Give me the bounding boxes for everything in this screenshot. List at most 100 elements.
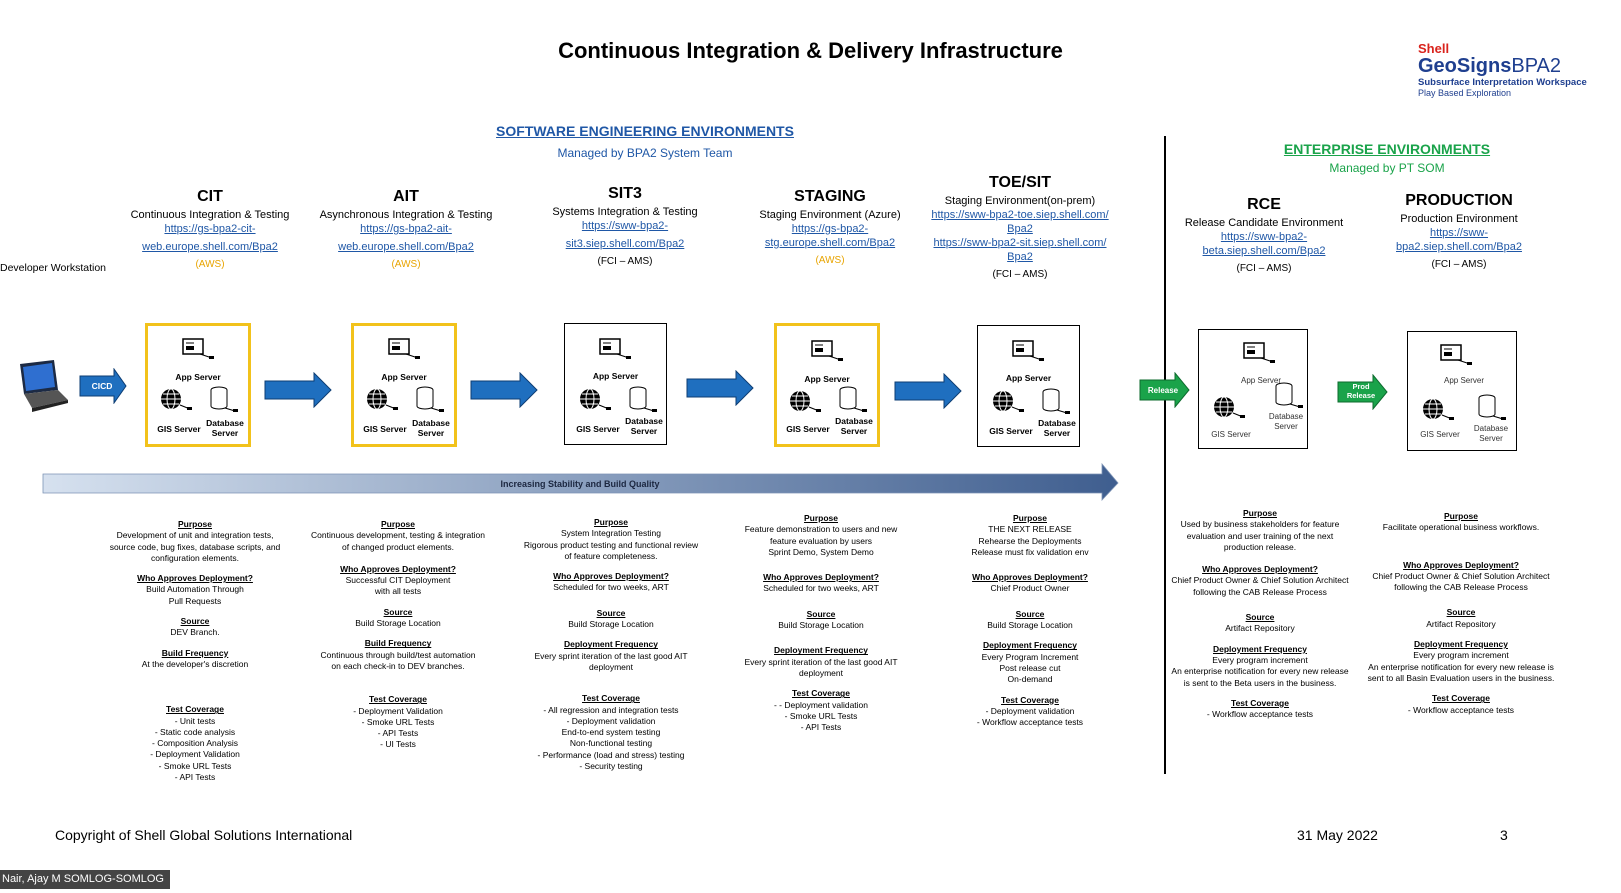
globe-icon	[580, 388, 611, 410]
presenter-name-tag: Nair, Ajay M SOMLOG-SOMLOG	[0, 870, 170, 889]
rce-url-link[interactable]: https://sww-bpa2-beta.siep.shell.com/Bpa…	[1202, 231, 1326, 257]
flow-arrow-icon	[894, 373, 962, 409]
ait-url-link[interactable]: https://gs-bpa2-ait-	[360, 223, 452, 235]
database-icon	[629, 386, 657, 412]
software-environments-sub: Managed by BPA2 System Team	[557, 146, 733, 160]
app-server-icon	[1012, 340, 1044, 361]
app-server-label: App Server	[175, 372, 221, 382]
app-server-icon	[1243, 342, 1275, 363]
ait-url-link-cont[interactable]: web.europe.shell.com/Bpa2	[338, 241, 474, 253]
cit-url-link-cont[interactable]: web.europe.shell.com/Bpa2	[142, 241, 278, 253]
staging-url-link[interactable]: https://gs-bpa2-	[791, 223, 869, 235]
globe-icon	[1423, 398, 1454, 420]
gis-server-label: GIS Server	[1420, 430, 1460, 439]
env-header-staging: STAGING Staging Environment (Azure) http…	[735, 186, 925, 268]
env-header-ait: AIT Asynchronous Integration & Testing h…	[306, 186, 506, 272]
database-icon	[416, 386, 444, 412]
developer-workstation-label: Developer Workstation	[0, 262, 107, 274]
release-arrow: Release	[1139, 372, 1190, 408]
sit-url-link-cont[interactable]: Bpa2	[1007, 251, 1033, 263]
release-label: Release	[1148, 386, 1179, 395]
stability-gradient-arrow: Increasing Stability and Build Quality	[42, 463, 1119, 501]
prod-release-arrow: Prod Release	[1337, 374, 1388, 410]
database-icon	[839, 386, 867, 412]
flow-arrow-icon	[686, 370, 754, 406]
env-header-cit: CIT Continuous Integration & Testing htt…	[115, 186, 305, 272]
gis-server-label: GIS Server	[157, 424, 201, 434]
laptop-icon	[20, 360, 68, 412]
toe-url-link[interactable]: https://sww-bpa2-toe.siep.shell.com/	[931, 209, 1109, 221]
gis-server-label: GIS Server	[576, 424, 620, 434]
sit3-url-link-cont[interactable]: sit3.siep.shell.com/Bpa2	[565, 238, 685, 250]
staging-url-link-cont[interactable]: stg.europe.shell.com/Bpa2	[764, 237, 896, 249]
app-server-label: App Server	[592, 371, 639, 381]
prod-release-label-2: Release	[1347, 391, 1375, 400]
page-number: 3	[1500, 827, 1508, 843]
sit3-url-link[interactable]: https://sww-bpa2-	[581, 220, 669, 232]
gis-server-label: GIS Server	[989, 426, 1033, 436]
sit-url-link[interactable]: https://sww-bpa2-sit.siep.shell.com/	[933, 237, 1107, 249]
database-icon	[210, 386, 238, 412]
cit-url-link[interactable]: https://gs-bpa2-cit-	[164, 223, 256, 235]
app-server-icon	[182, 338, 214, 359]
page-title: Continuous Integration & Delivery Infras…	[558, 38, 1063, 63]
app-server-label: App Server	[1443, 376, 1485, 385]
globe-icon	[367, 388, 398, 410]
logo-subtitle2: Play Based Exploration	[1418, 88, 1512, 98]
globe-icon	[790, 390, 821, 412]
env-header-toe-sit: TOE/SIT Staging Environment(on-prem) htt…	[920, 172, 1120, 282]
cicd-label: CICD	[92, 381, 113, 391]
globe-icon	[1214, 396, 1245, 418]
gis-server-label: GIS Server	[786, 424, 830, 434]
app-server-label: App Server	[1240, 376, 1282, 385]
enterprise-divider	[1164, 136, 1166, 774]
prod-release-label-1: Prod	[1352, 382, 1370, 391]
flow-arrow-icon	[264, 372, 332, 408]
env-header-production: PRODUCTION Production Environment https:…	[1368, 190, 1550, 272]
globe-icon	[993, 390, 1024, 412]
app-server-label: App Server	[381, 372, 427, 382]
app-server-label: App Server	[804, 374, 850, 384]
shell-geosigns-logo: Shell GeoSignsBPA2 Subsurface Interpreta…	[1418, 42, 1618, 99]
globe-icon	[161, 388, 192, 410]
production-url-link[interactable]: https://sww-bpa2.siep.shell.com/Bpa2	[1396, 227, 1522, 253]
app-server-icon	[599, 338, 631, 359]
database-icon	[1042, 388, 1070, 414]
gis-server-label: GIS Server	[363, 424, 407, 434]
app-server-icon	[811, 340, 843, 361]
enterprise-environments-sub: Managed by PT SOM	[1329, 161, 1445, 175]
app-server-icon	[388, 338, 420, 359]
toe-url-link-cont[interactable]: Bpa2	[1007, 223, 1033, 235]
env-header-sit3: SIT3 Systems Integration & Testing https…	[530, 183, 720, 269]
enterprise-environments-heading: ENTERPRISE ENVIRONMENTS	[1283, 141, 1491, 157]
gis-server-label: GIS Server	[1211, 430, 1251, 439]
app-server-label: App Server	[1005, 373, 1052, 383]
stability-label: Increasing Stability and Build Quality	[500, 479, 659, 489]
copyright-text: Copyright of Shell Global Solutions Inte…	[55, 827, 353, 843]
cicd-arrow: CICD	[79, 368, 127, 404]
footer-date: 31 May 2022	[1297, 827, 1378, 843]
app-server-icon	[1440, 344, 1472, 365]
database-icon	[1478, 394, 1506, 420]
database-icon	[1275, 382, 1303, 408]
flow-arrow-icon	[470, 372, 538, 408]
